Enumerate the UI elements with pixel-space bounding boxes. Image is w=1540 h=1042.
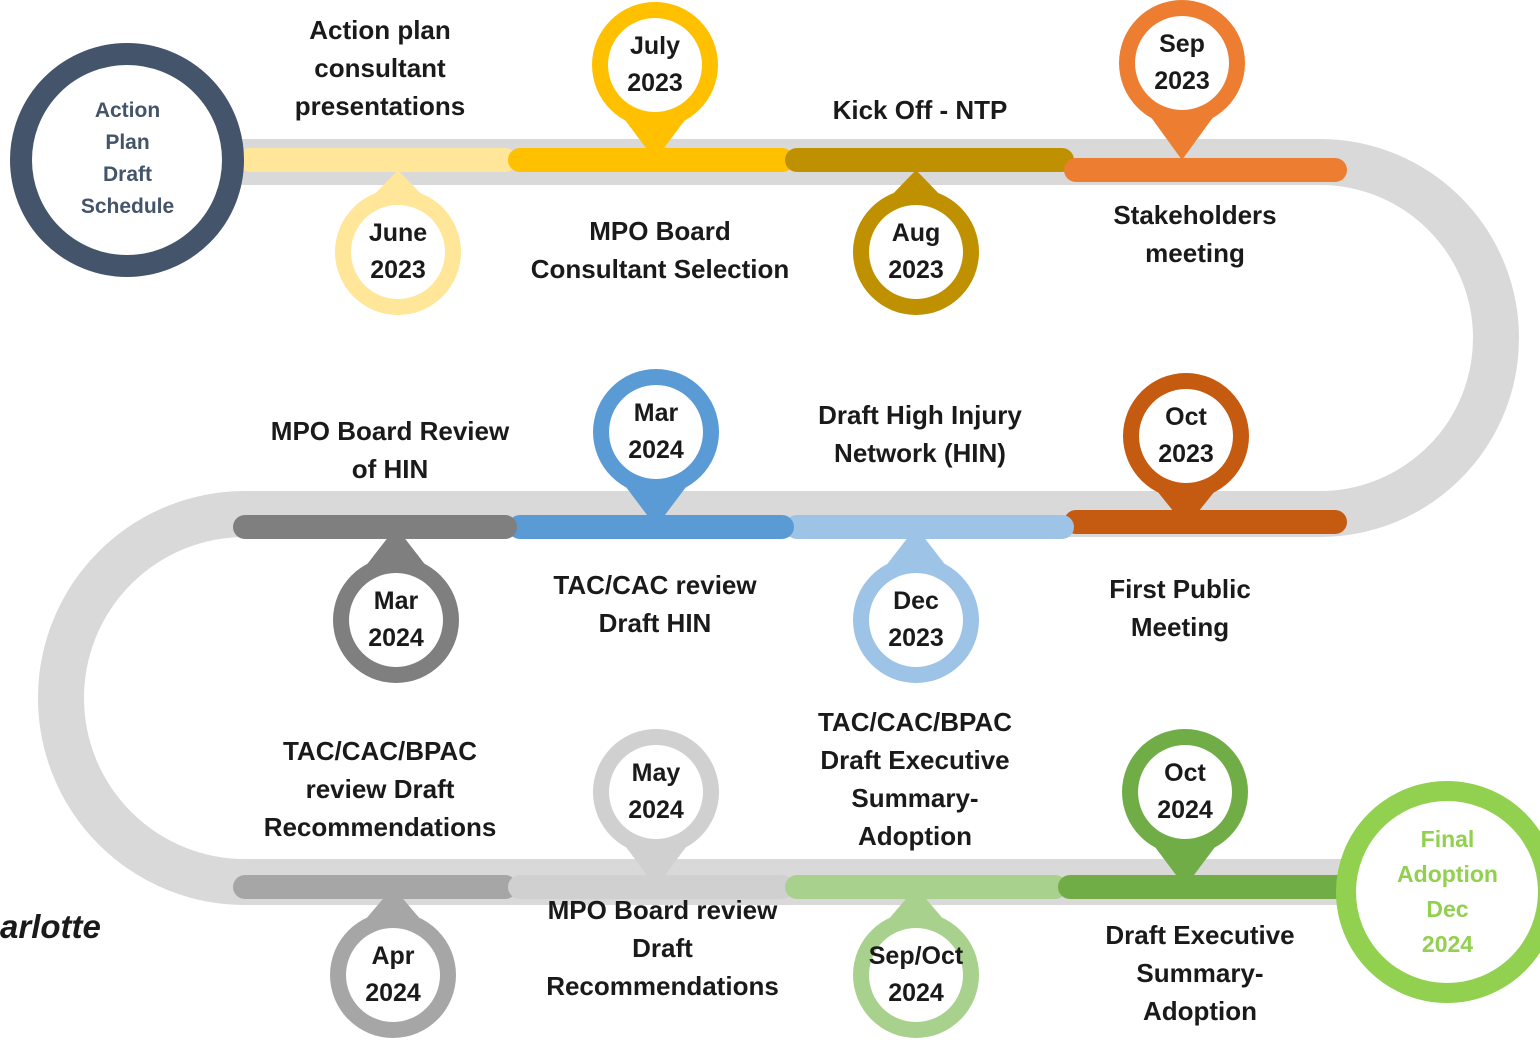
- milestone-date-year: 2024: [628, 796, 684, 824]
- milestone-date: Mar 2024: [336, 583, 456, 657]
- milestone-date-year: 2024: [888, 979, 944, 1007]
- milestone-date-year: 2023: [627, 69, 683, 97]
- pin-inner: [609, 385, 703, 479]
- pin-inner: [351, 205, 445, 299]
- milestone-date-month: Sep: [1159, 30, 1205, 58]
- milestone-date: Oct 2023: [1126, 399, 1246, 473]
- milestone-date-month: May: [631, 759, 681, 787]
- milestone-date: Aug 2023: [856, 215, 976, 289]
- milestone-date-year: 2023: [888, 624, 944, 652]
- milestone-date-month: Mar: [633, 399, 679, 427]
- pin-inner: [349, 573, 443, 667]
- milestone-date-month: Sep/Oct: [868, 942, 964, 970]
- milestone-date-month: Oct: [1164, 759, 1206, 787]
- milestone-date: July 2023: [595, 28, 715, 102]
- end-label-line: Dec: [1426, 896, 1469, 922]
- milestone-date-year: 2023: [888, 256, 944, 284]
- pin-inner: [869, 928, 963, 1022]
- milestone-date: Sep/Oct 2024: [856, 938, 976, 1012]
- milestone-date-month: Mar: [373, 587, 419, 615]
- pin-inner: [608, 18, 702, 112]
- milestone-date: Dec 2023: [856, 583, 976, 657]
- milestone-date-year: 2024: [628, 436, 684, 464]
- milestone-date-year: 2024: [365, 979, 421, 1007]
- track-background: [38, 139, 1519, 905]
- end-circle-label: Final Adoption Dec 2024: [1345, 822, 1540, 962]
- start-label-line: Schedule: [80, 195, 175, 218]
- pin-inner: [1138, 745, 1232, 839]
- end-label-line: Adoption: [1397, 861, 1498, 887]
- milestone-date-year: 2023: [1158, 440, 1214, 468]
- end-label-line: Final: [1420, 826, 1475, 852]
- milestone-date: May 2024: [596, 755, 716, 829]
- milestone-date-month: June: [368, 219, 428, 247]
- start-label-line: Action: [94, 99, 161, 122]
- pin-inner: [346, 928, 440, 1022]
- milestone-date: Oct 2024: [1125, 755, 1245, 829]
- milestone-date: Mar 2024: [596, 395, 716, 469]
- start-label-line: Plan: [105, 131, 150, 154]
- start-label-line: Draft: [102, 163, 152, 186]
- pin-inner: [1135, 16, 1229, 110]
- milestone-label: Kick Off - NTP: [832, 95, 1008, 125]
- end-circle: [1336, 781, 1540, 1003]
- milestone-date: June 2023: [338, 215, 458, 289]
- milestone-date-month: Oct: [1165, 403, 1207, 431]
- milestone-date-month: Aug: [891, 219, 941, 247]
- start-circle: [10, 43, 244, 277]
- pin-inner: [869, 573, 963, 667]
- milestone-date: Apr 2024: [333, 938, 453, 1012]
- milestone-date: Sep 2023: [1122, 26, 1242, 100]
- pin-inner: [1139, 389, 1233, 483]
- milestone-date-year: 2024: [1157, 796, 1213, 824]
- milestone-date-year: 2023: [1154, 67, 1210, 95]
- pin-inner: [609, 745, 703, 839]
- milestone-date-month: July: [629, 32, 681, 60]
- side-text-fragment: arlotte: [0, 908, 101, 945]
- start-circle-label: Action Plan Draft Schedule: [35, 95, 220, 223]
- end-label-line: 2024: [1421, 931, 1474, 957]
- pin-inner: [869, 205, 963, 299]
- milestone-date-month: Dec: [893, 587, 939, 615]
- milestone-date-year: 2024: [368, 624, 424, 652]
- milestone-date-year: 2023: [370, 256, 426, 284]
- milestone-date-month: Apr: [371, 942, 415, 970]
